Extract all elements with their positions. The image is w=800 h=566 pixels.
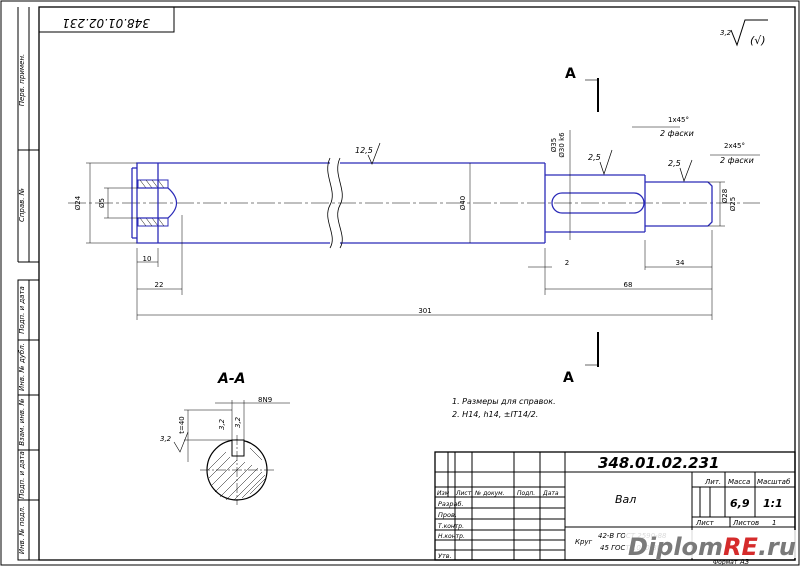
dim-chamfer-2-note: 2 фаски (720, 156, 754, 165)
watermark: DiplomRE.ru (625, 530, 797, 561)
left-margin-columns (17, 7, 40, 561)
side-label: Взам. инв. № (18, 398, 26, 446)
dim-len-301: 301 (418, 307, 431, 315)
side-label: Подп. и дата (18, 286, 26, 334)
row-label: Т.контр. (438, 523, 464, 530)
shaft-view: Ø24 Ø5 Ø40 Ø30 k6 Ø35 Ø25 Ø28 10 22 2 34… (68, 66, 760, 386)
roughness-journal-right-symbol (679, 159, 693, 183)
section-title: А-А (217, 371, 245, 387)
sheets-label: Листов (732, 519, 759, 527)
dim-len-34: 34 (676, 259, 685, 267)
col-date: Дата (542, 490, 559, 497)
roughness-journal-left-symbol (599, 149, 613, 176)
dimension-lines (86, 126, 760, 320)
note-1: 1. Размеры для справок. (452, 397, 556, 406)
dim-len-10: 10 (143, 255, 152, 263)
corner-stamp: 348.01.02.231 (62, 16, 150, 30)
roughness-body: 12,5 (355, 146, 373, 155)
svg-text:A: A (565, 66, 576, 82)
sheet-label: Лист (695, 519, 715, 527)
format-label: Формат (713, 559, 738, 566)
row-label: Н.контр. (438, 533, 465, 540)
side-label: Подп. и дата (18, 451, 26, 499)
dim-len-2: 2 (565, 259, 569, 267)
material-label: Круг (575, 538, 593, 546)
dim-d28: Ø28 (721, 189, 729, 203)
shaft-journal (545, 174, 646, 233)
format-value: А3 (739, 558, 749, 566)
scale-value: 1:1 (763, 497, 783, 510)
mass-value: 6,9 (730, 497, 750, 510)
dim-d35: Ø35 (550, 138, 558, 152)
dim-d25: Ø25 (729, 197, 737, 211)
title-block (434, 451, 796, 561)
dim-d24: Ø24 (74, 195, 82, 210)
scale-label: Масштаб (757, 478, 791, 486)
svg-text:DiplomRE.ru: DiplomRE.ru (628, 533, 796, 561)
svg-text:A: A (563, 370, 574, 386)
note-2: 2. H14, h14, ±IT14/2. (452, 410, 538, 419)
dim-d5: Ø5 (98, 198, 106, 208)
dim-len-68: 68 (624, 281, 633, 289)
dim-key-width: 8N9 (258, 396, 272, 404)
section-view: А-А 8N9 t=40 3,2 3,2 3,2 (160, 371, 290, 505)
mass-label: Масса (728, 478, 750, 486)
roughness-section-left: 3,2 (160, 435, 172, 443)
shaft-left-end (131, 162, 158, 244)
corner-stamp-box (38, 6, 175, 33)
svg-text:(√): (√) (750, 34, 766, 47)
part-name: Вал (615, 493, 636, 506)
dim-chamfer-2: 2x45° (724, 142, 745, 150)
general-roughness-symbol: 3,2 (√) (720, 19, 768, 47)
dim-chamfer-1: 1x45° (668, 116, 689, 124)
dim-chamfer-1-note: 2 фаски (660, 129, 694, 138)
keyway-slot (231, 439, 245, 457)
shaft-right-end (645, 181, 713, 227)
side-label: Перв. примен. (18, 54, 26, 107)
dim-d30: Ø30 k6 (558, 132, 566, 158)
shaft-body (157, 162, 546, 244)
roughness-key-side: 3,2 (218, 418, 226, 430)
col-list: Лист (455, 490, 472, 497)
side-label: Инв. № подл. (18, 506, 26, 554)
roughness-journal-left: 2,5 (588, 153, 601, 162)
side-label: Инв. № дубл. (18, 343, 26, 391)
col-sign: Подп. (517, 490, 535, 497)
section-cut-marker-bottom: A (563, 332, 599, 386)
roughness-body-symbol (367, 142, 381, 165)
dim-key-depth: t=40 (178, 416, 186, 434)
side-label: Справ. № (18, 188, 26, 222)
lit-label: Лит. (704, 478, 721, 486)
row-label: Пров. (438, 511, 457, 519)
dim-len-22: 22 (155, 281, 164, 289)
row-label: Утв. (438, 552, 452, 560)
sheets-value: 1 (772, 519, 776, 527)
title-block-designation: 348.01.02.231 (598, 454, 719, 472)
section-cut-marker-top: A (565, 66, 599, 112)
break-line-left (327, 157, 333, 249)
col-doc: № докум. (474, 490, 505, 497)
roughness-journal-right: 2,5 (668, 159, 681, 168)
break-line-right (337, 157, 343, 249)
roughness-key-top: 3,2 (234, 416, 242, 428)
svg-text:3,2: 3,2 (720, 29, 732, 37)
dim-d40: Ø40 (459, 196, 467, 210)
center-hole-section (137, 179, 178, 227)
row-label: Разраб. (438, 500, 464, 508)
col-izm: Изм (437, 490, 450, 497)
